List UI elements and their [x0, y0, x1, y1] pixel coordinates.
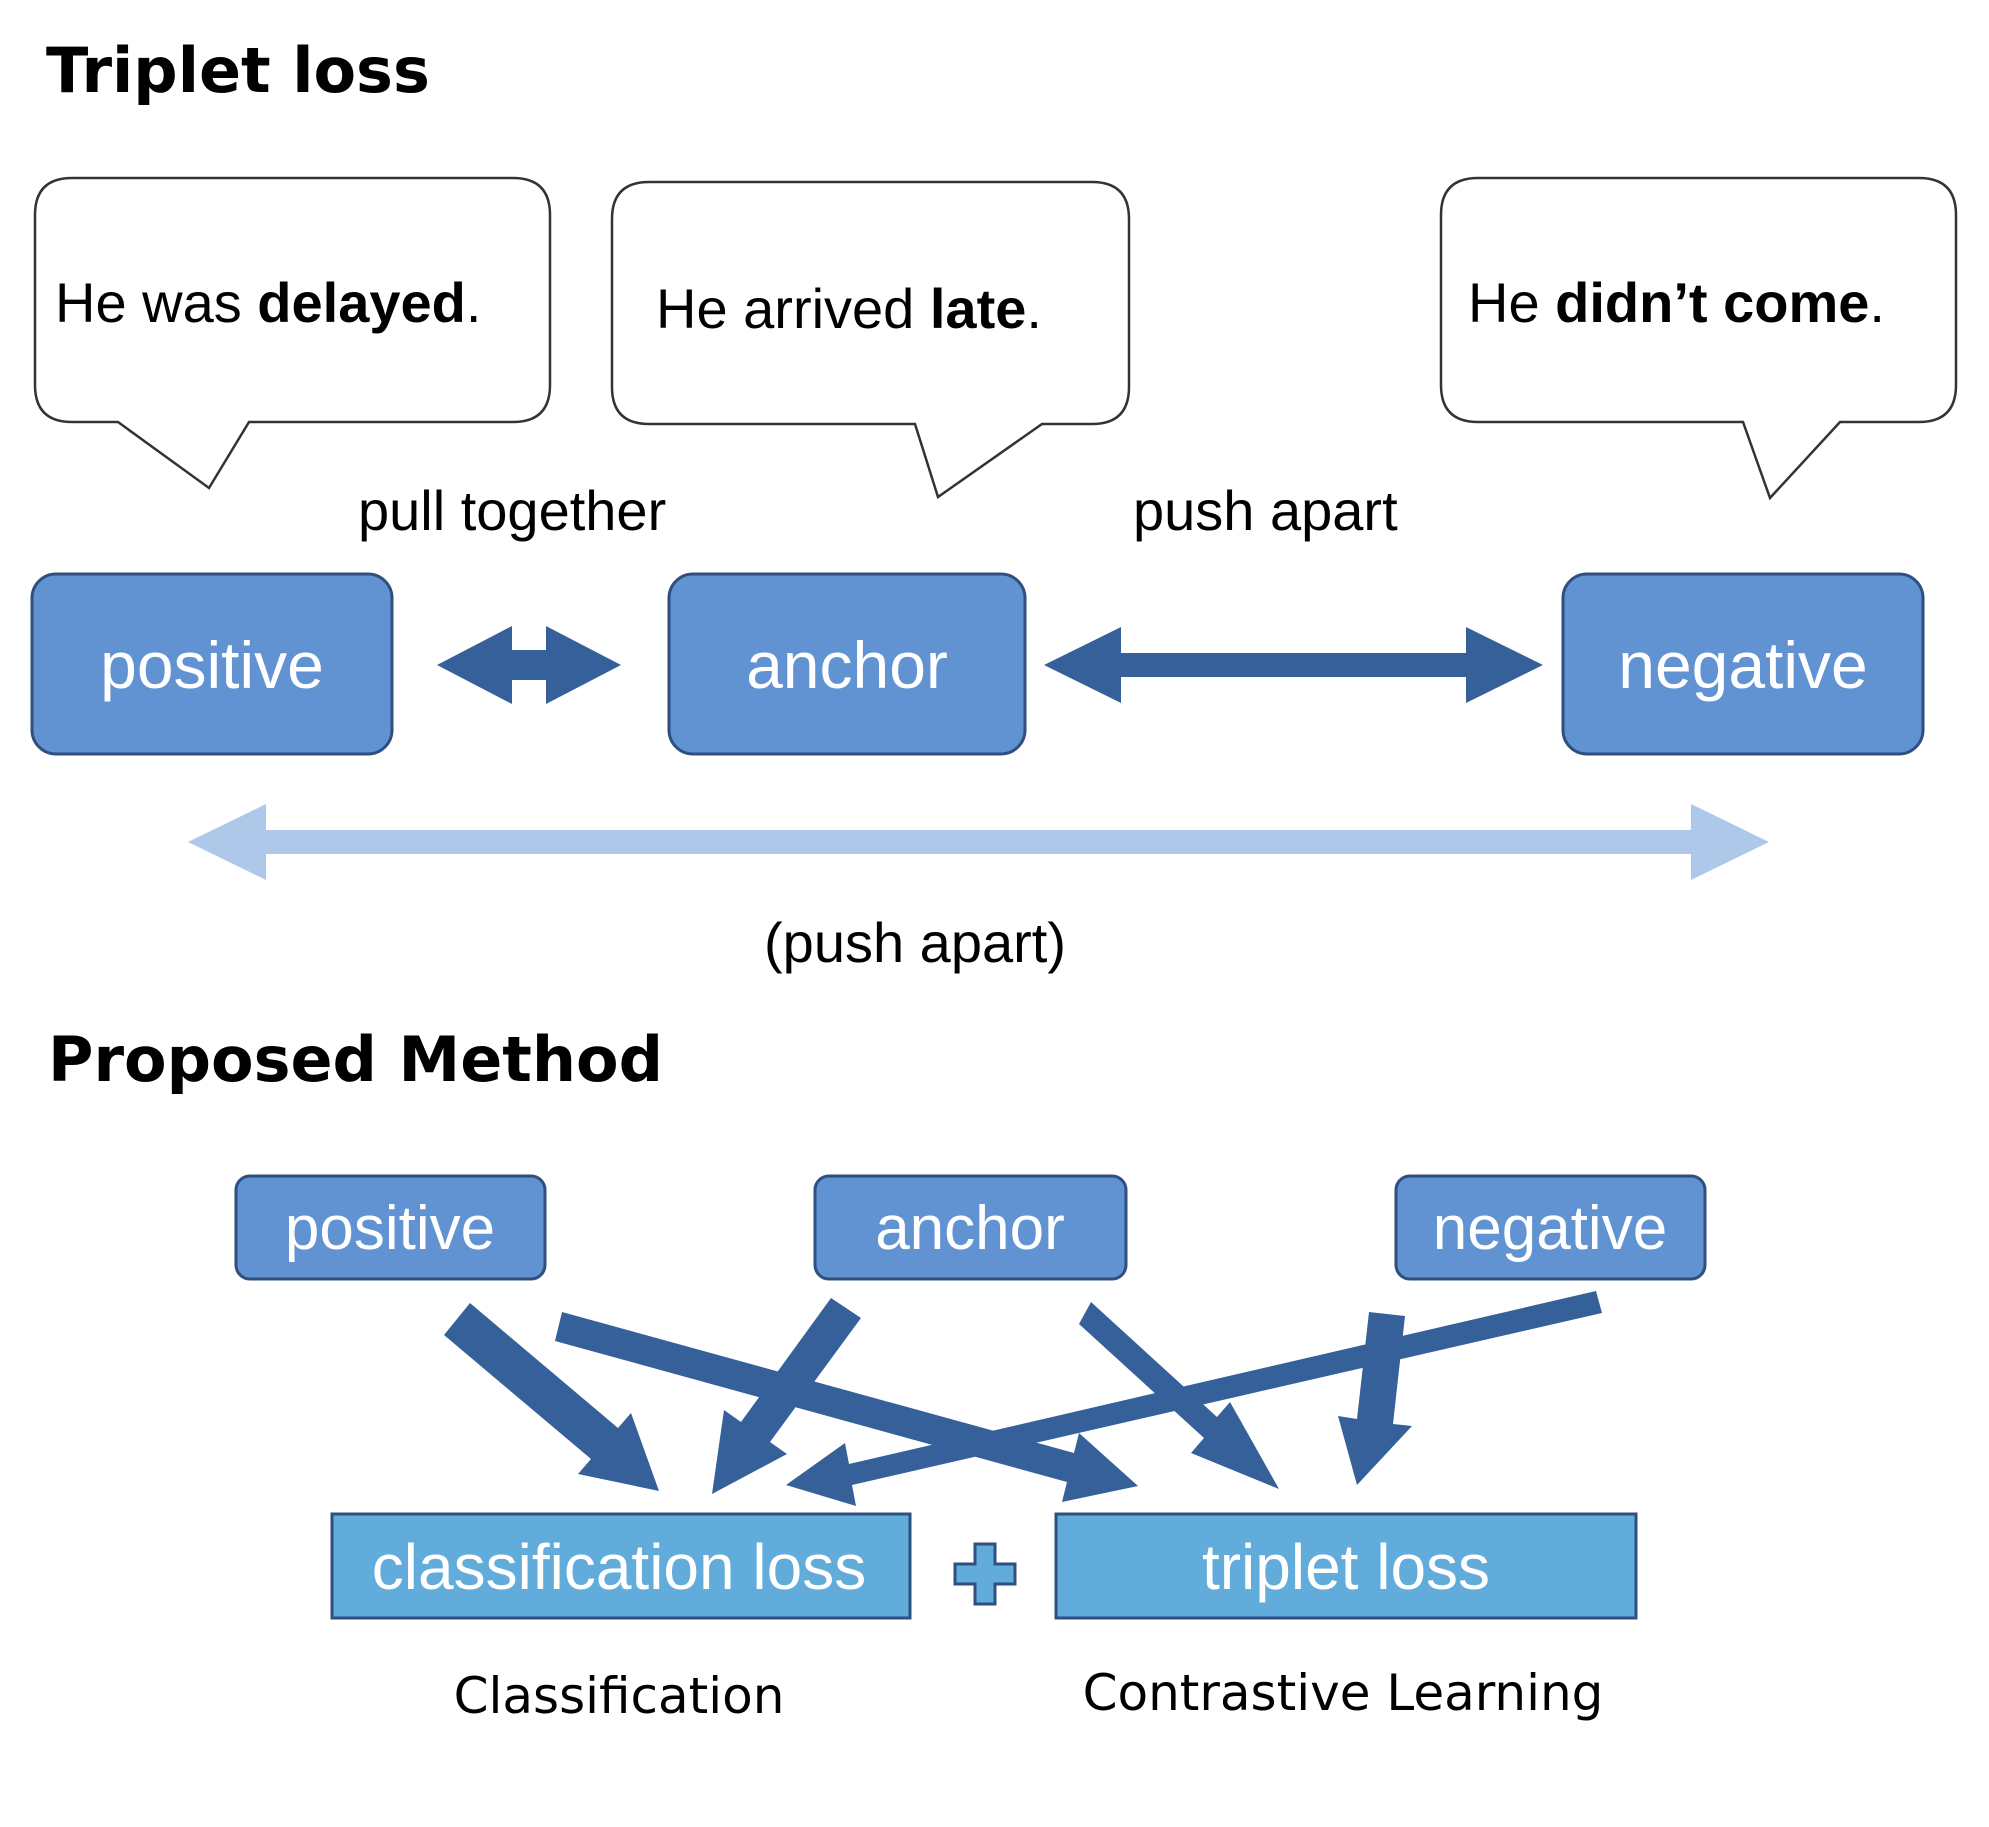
- svg-text:He arrived late.: He arrived late.: [656, 277, 1042, 340]
- triplet-box-anchor: anchor: [667, 572, 1027, 756]
- proposed-method-title: Proposed Method: [48, 1023, 663, 1096]
- plus-sign: +: [953, 1542, 1017, 1606]
- bubble-negative-keyword: didn’t come: [1555, 271, 1869, 334]
- triplet-box-positive-label: positive: [100, 628, 324, 702]
- classification-loss-label: classification loss: [372, 1531, 866, 1603]
- bubble-positive-keyword: delayed: [257, 271, 466, 334]
- method-box-anchor: anchor: [813, 1174, 1128, 1281]
- method-box-negative-label: negative: [1433, 1194, 1667, 1263]
- contrastive-caption: Contrastive Learning: [1083, 1664, 1604, 1722]
- method-box-positive: positive: [234, 1174, 547, 1281]
- push-apart-arrow: [1044, 627, 1543, 703]
- bubble-negative-text: He: [1468, 271, 1555, 334]
- bubble-positive-period: .: [466, 271, 482, 334]
- bubble-negative-period: .: [1869, 271, 1885, 334]
- bubble-anchor-keyword: late: [930, 277, 1027, 340]
- arrow-positive-to-classification: [444, 1303, 659, 1491]
- push-apart-label: push apart: [1133, 479, 1398, 542]
- bubble-positive-text: He was: [55, 271, 257, 334]
- arrow-positive-to-triplet: [555, 1312, 1138, 1502]
- classification-caption: Classification: [454, 1667, 785, 1725]
- triplet-loss-label: triplet loss: [1202, 1531, 1490, 1603]
- svg-text:He was delayed.: He was delayed.: [55, 271, 481, 334]
- triplet-loss-title: Triplet loss: [46, 34, 430, 107]
- push-apart-far-label: (push apart): [764, 911, 1066, 974]
- bubble-anchor-text: He arrived: [656, 277, 930, 340]
- triplet-loss-box: triplet loss: [1054, 1512, 1638, 1620]
- arrow-anchor-to-classification: [712, 1298, 861, 1494]
- triplet-box-anchor-label: anchor: [746, 628, 948, 702]
- method-flow-arrows: [444, 1291, 1602, 1506]
- method-box-negative: negative: [1394, 1174, 1707, 1281]
- arrow-negative-to-triplet: [1338, 1312, 1412, 1485]
- triplet-box-positive: positive: [30, 572, 394, 756]
- bubble-anchor-period: .: [1026, 277, 1042, 340]
- pull-together-arrow: [437, 626, 621, 704]
- bubble-positive: He was delayed.: [33, 176, 552, 490]
- pull-together-label: pull together: [358, 479, 666, 542]
- svg-text:He didn’t come.: He didn’t come.: [1468, 271, 1885, 334]
- method-box-positive-label: positive: [285, 1194, 495, 1263]
- triplet-box-negative: negative: [1561, 572, 1925, 756]
- method-box-anchor-label: anchor: [875, 1194, 1065, 1263]
- classification-loss-box: classification loss: [330, 1512, 912, 1620]
- bubble-negative: He didn’t come.: [1439, 176, 1958, 501]
- arrow-negative-to-classification: [786, 1291, 1602, 1506]
- push-apart-far-arrow: [188, 804, 1769, 880]
- bubble-anchor: He arrived late.: [610, 180, 1131, 500]
- triplet-box-negative-label: negative: [1618, 628, 1868, 702]
